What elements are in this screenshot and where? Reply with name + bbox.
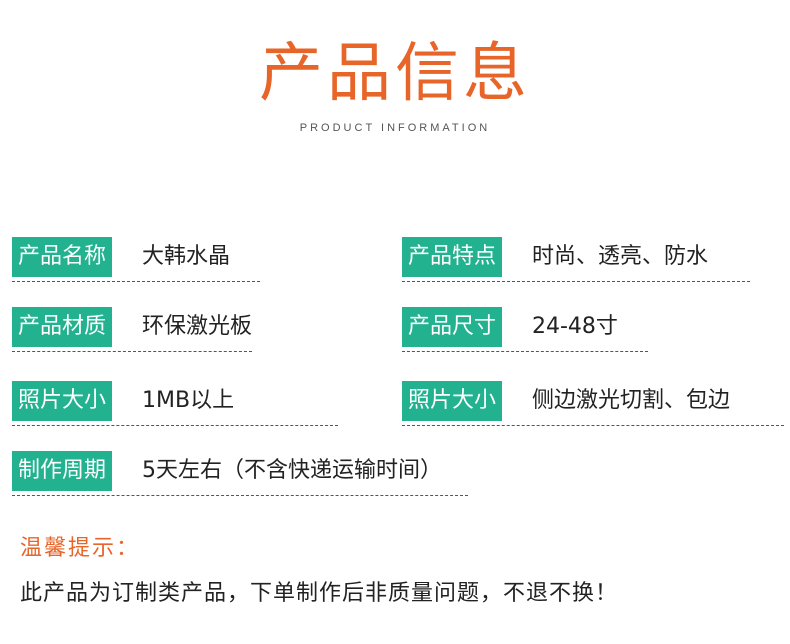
info-item-material: 产品材质 环保激光板	[12, 307, 262, 353]
info-item-size: 产品尺寸 24-48寸	[402, 307, 652, 353]
tips-text: 此产品为订制类产品，下单制作后非质量问题，不退不换！	[20, 581, 619, 606]
info-label: 照片大小	[402, 381, 503, 421]
info-label: 产品尺寸	[402, 307, 503, 347]
dashed-divider	[12, 281, 260, 282]
info-value: 侧边激光切割、包边	[532, 388, 731, 413]
info-label: 产品材质	[12, 307, 113, 347]
dashed-divider	[12, 425, 338, 426]
info-value: 5天左右（不含快递运输时间）	[142, 458, 442, 483]
info-value: 环保激光板	[142, 314, 253, 339]
dashed-divider	[402, 351, 648, 352]
info-item-features: 产品特点 时尚、透亮、防水	[402, 237, 752, 283]
dashed-divider	[402, 281, 750, 282]
info-label: 产品特点	[402, 237, 503, 277]
info-label: 照片大小	[12, 381, 113, 421]
dashed-divider	[12, 495, 468, 496]
info-value: 1MB以上	[142, 388, 235, 413]
page-title: 产品信息	[259, 37, 531, 111]
info-value: 时尚、透亮、防水	[532, 244, 709, 269]
info-value: 24-48寸	[532, 314, 618, 339]
dashed-divider	[402, 425, 784, 426]
page-subtitle: PRODUCT INFORMATION	[299, 122, 491, 134]
dashed-divider	[12, 351, 252, 352]
info-item-name: 产品名称 大韩水晶	[12, 237, 262, 283]
info-label: 产品名称	[12, 237, 113, 277]
tips-title: 温馨提示：	[20, 536, 141, 561]
info-item-edge: 照片大小 侧边激光切割、包边	[402, 381, 786, 427]
info-label: 制作周期	[12, 451, 113, 491]
info-item-photo-size: 照片大小 1MB以上	[12, 381, 342, 427]
info-value: 大韩水晶	[142, 244, 231, 269]
info-item-production-cycle: 制作周期 5天左右（不含快递运输时间）	[12, 451, 472, 497]
